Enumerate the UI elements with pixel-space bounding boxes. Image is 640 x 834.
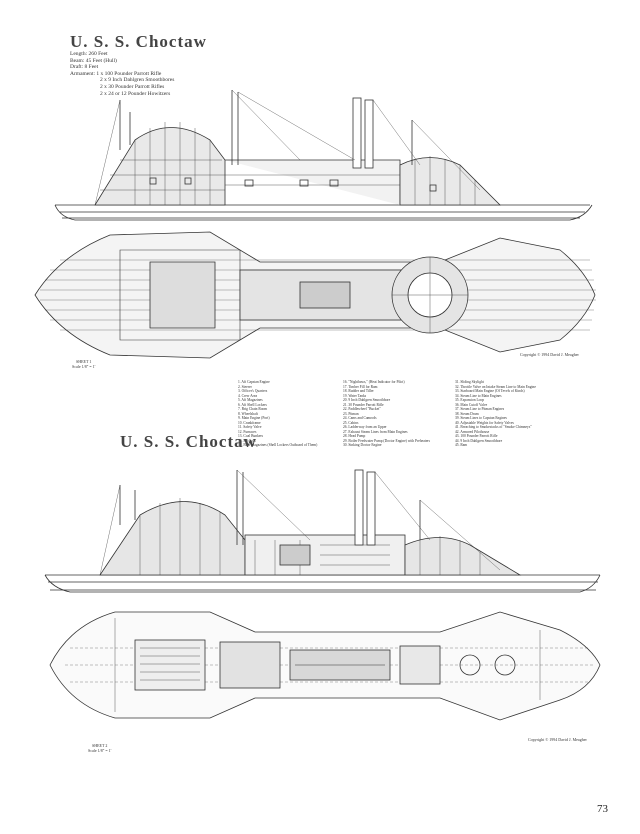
legend-item: 3. Officer's Quarters: [238, 389, 268, 393]
legend-item: 32. Throttle Valve on Intake Steam Line …: [455, 384, 536, 389]
legend-item: 15. Bow Magazines (Shell Lockers Outboar…: [238, 443, 318, 447]
spec-armament: Armament: 1 x 100 Pounder Parrott Rifle: [70, 70, 162, 77]
legend-item: 44. 9 Inch Dahlgren Smoothbore: [455, 438, 503, 443]
spec-beam: Beam: 45 Feet (Hull): [70, 57, 117, 64]
legend-item: 27. Exhaust Steam Lines from Main Engine…: [343, 429, 408, 434]
sheet1-copyright: Copyright © 1994 David J. Meagher: [520, 352, 579, 357]
legend-item: 43. 100 Pounder Parrott Rifle: [455, 434, 498, 438]
sheet2-sheet-number: SHEET 2: [92, 743, 108, 748]
legend-item: 37. Steam Line to Pitman Engines: [455, 407, 505, 411]
legend-item: 10. Crankframe: [238, 420, 261, 425]
legend-item: 11. Safety Valve: [238, 425, 262, 429]
legend-item: 42. Armored Pilothouse: [455, 429, 490, 434]
legend-item: 9. Main Engine (Port): [238, 416, 270, 420]
legend-item: 40. Adjustable Weights for Safety Valves: [455, 420, 514, 425]
sheet2-copyright: Copyright © 1994 David J. Meagher: [528, 737, 587, 742]
legend-item: 6. Aft Shell Lockers: [238, 402, 267, 407]
legend-item: 28. Head Pump: [343, 434, 366, 438]
legend-item: 4. Crew Area: [238, 393, 258, 398]
legend-item: 39. Steam Lines to Capstan Engines: [455, 416, 507, 420]
sheet1-specs: Length: 260 Feet Beam: 45 Feet (Hull) Dr…: [70, 51, 174, 97]
legend-item: 16. "Nighthaws," (Heat Indicator for Pil…: [343, 380, 405, 384]
legend-item: 33. Starboard Main Engine (Of Tevels of …: [455, 389, 525, 393]
sheet2-legend-col2: 16. "Nighthaws," (Heat Indicator for Pil…: [343, 380, 430, 448]
legend-item: 45. Ram: [455, 443, 468, 447]
legend-item: 7. Brig Chain Room: [238, 407, 268, 411]
sheet2-title: U. S. S. Choctaw: [120, 432, 257, 451]
legend-item: 18. Rudder and Tiller: [343, 389, 374, 393]
legend-item: 25. Cabins: [343, 420, 359, 425]
legend-item: 8. Wheelshaft: [238, 411, 258, 416]
sheet2-sheet-label: SHEET 2 Scale 1/8" = 1': [88, 743, 111, 753]
legend-item: 31. Sliding Skylight: [455, 380, 484, 384]
legend-item: 41. Breaching to Smokestacks of "Smoke C…: [455, 425, 532, 429]
legend-item: 26. Ladderway from an Upper: [343, 425, 387, 429]
legend-item: 22. Paddlewheel "Bucket": [343, 407, 381, 411]
legend-item: 13. Coal Bunkers: [238, 434, 264, 438]
legend-item: 17. Timber Fill for Ram: [343, 384, 378, 389]
legend-item: 14. Skylight: [238, 438, 256, 443]
sheet2-legend-col1: 1. Aft Capstan Engine 2. Steerer 3. Offi…: [238, 380, 317, 448]
legend-item: 19. Water Tanks: [343, 393, 367, 398]
legend-item: 2. Steerer: [238, 384, 252, 389]
legend-item: 12. Furnaces: [238, 429, 257, 434]
sheet1-sheet-number: SHEET 1: [76, 359, 92, 364]
legend-item: 23. Pitman: [343, 411, 359, 416]
legend-item: 24. Cams and Camrods: [343, 416, 377, 420]
spec-length: Length: 260 Feet: [70, 51, 108, 57]
legend-item: 38. Steam Drum: [455, 411, 479, 416]
sheet2-scale: Scale 1/8" = 1': [88, 748, 112, 753]
legend-item: 34. Steam Line to Main Engines: [455, 393, 502, 398]
spec-armament-3: 2 x 30 Pounder Parrott Rifles: [100, 83, 165, 90]
legend-item: 35. Expansion Loop: [455, 398, 485, 402]
legend-item: 20. 9 Inch Dahlgren Smoothbore: [343, 398, 391, 402]
spec-armament-2: 2 x 9 Inch Dahlgren Smoothbores: [100, 77, 175, 84]
sheet1-title: U. S. S. Choctaw: [70, 32, 207, 51]
page-number: 73: [597, 803, 608, 815]
legend-item: 5. Aft Magazines: [238, 398, 263, 402]
legend-item: 1. Aft Capstan Engine: [238, 380, 270, 384]
legend-item: 29. Boiler Feedwater Pump (Doctor Engine…: [343, 438, 431, 443]
sheet2-legend-col3: 31. Sliding Skylight 32. Throttle Valve …: [455, 380, 536, 448]
sheet1-sheet-label: SHEET 1 Scale 1/8" = 1': [72, 359, 95, 369]
spec-draft: Draft: 8 Feet: [70, 64, 99, 71]
sheet1-scale: Scale 1/8" = 1': [72, 364, 96, 369]
legend-item: 21. 30 Pounder Parrott Rifle: [343, 402, 384, 407]
legend-item: 30. Sinking Doctor Engine: [343, 443, 382, 447]
spec-armament-4: 2 x 24 or 12 Pounder Howitzers: [100, 90, 171, 97]
legend-item: 36. Main Cutoff Valve: [455, 402, 488, 407]
